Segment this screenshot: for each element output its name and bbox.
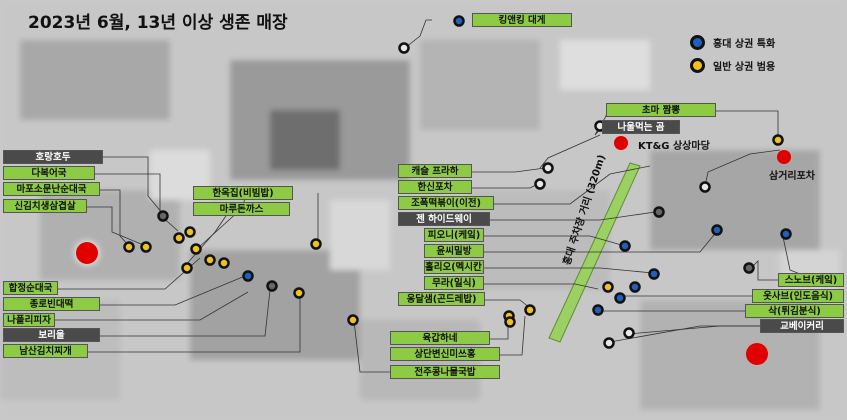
store-label-yukgap: 육갑하네 [390,331,490,345]
store-label-choma: 초마 짬뽕 [606,103,716,117]
map-title: 2023년 6월, 13년 이상 생존 매장 [28,13,288,33]
store-label-borium: 보리울 [3,328,100,342]
store-label-hansin: 한신포차 [398,180,472,194]
store-label-mapo: 마포소문난순대국 [3,182,100,196]
store-label-yunsi: 윤씨밀방 [424,244,484,258]
store-label-holio: 홀리오(멕시칸) [424,260,484,274]
store-label-gyobe: 교베이커리 [760,319,844,333]
legend-general-dot [690,58,705,73]
legend-hongdae-label: 홍대 상권 특화 [713,39,776,50]
leader-lines [55,19,811,373]
store-label-catchup: 캐슬 프라하 [398,164,472,178]
landmark-ktng: KT&G 상상마당 [638,141,710,152]
store-label-jojok: 조폭떡볶이(이전) [398,196,494,210]
store-label-muran: 무라(일식) [424,276,484,290]
store-label-ongdal: 옹달샘(곤드레밥) [398,292,485,306]
legend: 홍대 상권 특화 일반 상권 범용 [690,35,775,81]
store-label-snob: 스노브(케잌) [778,273,844,287]
landmark-dots [76,136,791,365]
store-label-hapjeong: 합정순대국 [3,281,58,295]
store-markers [123,15,792,349]
legend-hongdae: 홍대 상권 특화 [690,35,775,50]
legend-general: 일반 상권 범용 [690,58,775,73]
store-label-hanok: 한옥집(비빔밥) [193,186,293,200]
store-label-singil: 신김치생삼겹살 [3,199,87,213]
store-label-jongno: 종로빈대떡 [3,297,100,311]
store-label-naulmeok: 나울먹는 곰 [602,120,680,134]
legend-hongdae-dot [690,35,705,50]
store-label-sangdan: 상단변신미쓰홍 [390,347,500,361]
store-label-jeonju: 전주콩나물국밥 [390,365,500,379]
store-label-otsabut: 옷사브(인도음식) [752,289,844,303]
store-label-zen: 젠 하이드웨이 [398,212,490,226]
legend-general-label: 일반 상권 범용 [713,62,776,73]
store-label-horang: 호랑호두 [3,150,103,164]
store-label-dabok: 다복어국 [3,166,95,180]
store-label-napoli: 나폴리피자 [3,313,55,327]
store-label-sak: 삭(튀김분식) [745,304,844,318]
store-label-namsan: 남산김치찌개 [3,344,88,358]
store-label-pio: 피오니(케잌) [424,228,484,242]
store-label-kingking: 킹앤킹 대게 [472,13,572,27]
parking-street-strip [548,162,641,343]
store-label-maru: 마루돈까스 [193,202,290,216]
landmark-samgeori: 삼거리포차 [769,171,815,182]
